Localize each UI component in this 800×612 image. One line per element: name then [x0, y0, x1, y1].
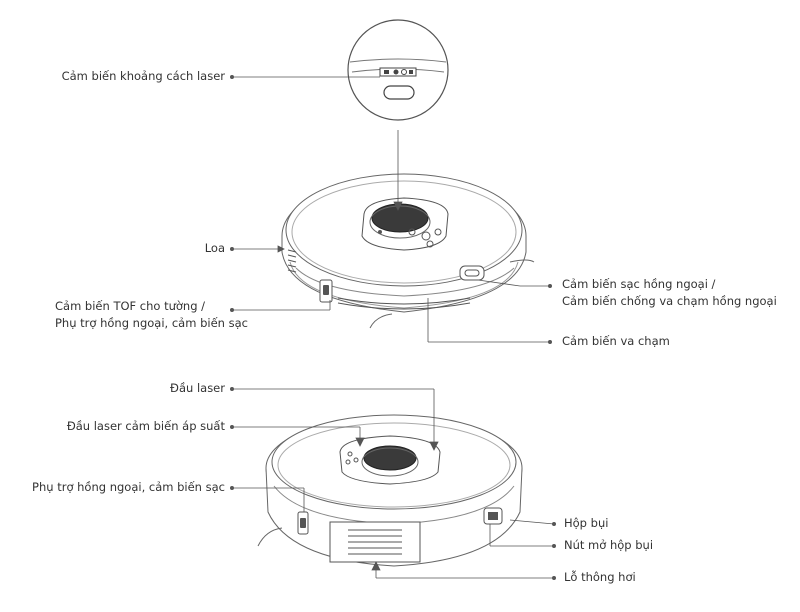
- label-laser-distance-sensor: Cảm biến khoảng cách laser: [61, 69, 225, 83]
- label-dustbin-button: Nút mở hộp bụi: [564, 538, 654, 552]
- label-vent: Lỗ thông hơi: [564, 570, 636, 584]
- label-laser-head: Đầu laser: [170, 381, 225, 395]
- laser-sensor-zoom: [347, 19, 449, 121]
- leader-lines: [229, 75, 557, 581]
- label-tof-sensor-line1: Cảm biến TOF cho tường /: [55, 299, 206, 313]
- label-ir-assist-charging: Phụ trợ hồng ngoại, cảm biến sạc: [32, 480, 225, 494]
- robot-front-illustration: [257, 414, 523, 567]
- label-bumper-sensor: Cảm biến va chạm: [562, 334, 670, 348]
- label-pressure-laser-head: Đầu laser cảm biến áp suất: [66, 419, 225, 433]
- label-ir-charging-line2: Cảm biến chống va chạm hồng ngoại: [562, 294, 777, 308]
- label-tof-sensor-line2: Phụ trợ hồng ngoại, cảm biến sạc: [55, 316, 248, 330]
- robot-top-illustration: [281, 173, 535, 329]
- label-ir-charging-line1: Cảm biến sạc hồng ngoại /: [562, 277, 716, 291]
- label-speaker: Loa: [204, 241, 225, 255]
- label-dustbin: Hộp bụi: [564, 516, 609, 530]
